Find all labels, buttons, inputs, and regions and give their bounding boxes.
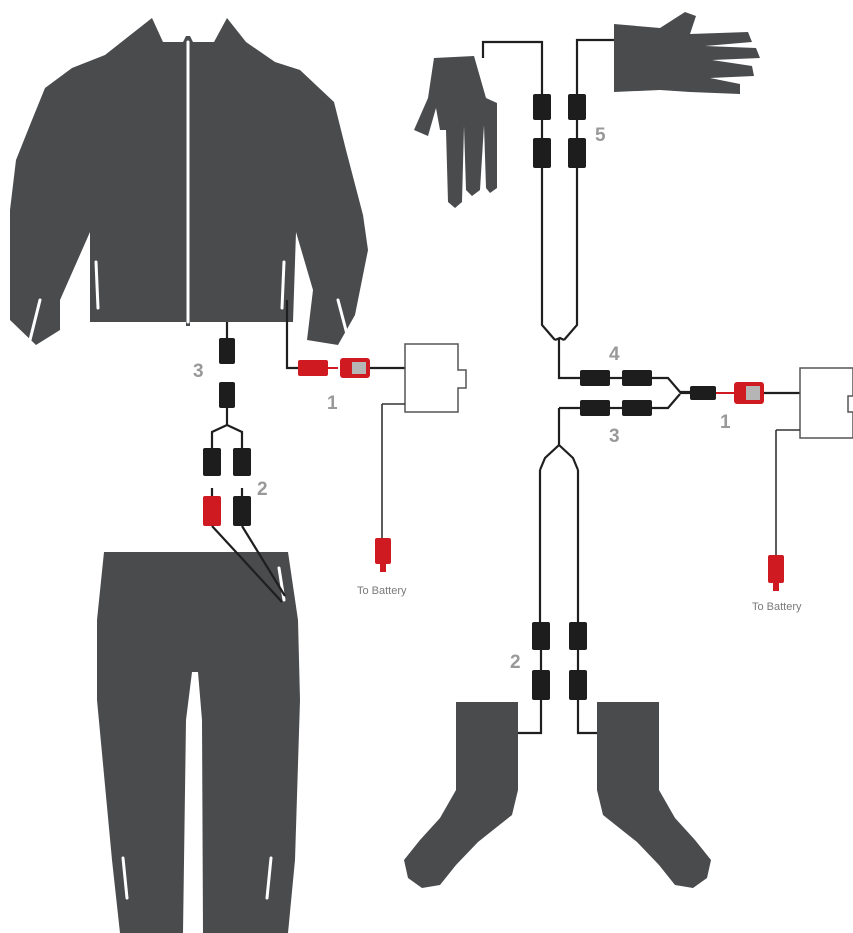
callout-3-left: 3: [193, 361, 204, 382]
sock-right-icon: [597, 702, 711, 888]
jacket-controller-lead: [285, 300, 405, 378]
pants-adapter: [203, 448, 286, 603]
jacket-lead-cable: [210, 322, 244, 448]
y-connector-lower: [538, 400, 652, 471]
jacket-icon: [10, 18, 368, 345]
sock-lead-cable: [518, 470, 597, 735]
callout-2-right: 2: [510, 652, 521, 673]
callout-1-right: 1: [720, 412, 731, 433]
callout-4-right: 4: [609, 344, 620, 365]
battery-label-left: To Battery: [357, 585, 407, 597]
glove-left-icon: [414, 56, 497, 208]
glove-connectors: [481, 38, 614, 168]
glove-lead-cable: [540, 168, 580, 380]
controller-lead-right: [652, 376, 800, 410]
callout-1-left: 1: [327, 393, 338, 414]
battery-label-right: To Battery: [752, 601, 802, 613]
controller-box-icon: [775, 367, 853, 555]
pants-icon: [97, 552, 300, 933]
callout-2-left: 2: [257, 479, 268, 500]
callout-3-right: 3: [609, 426, 620, 447]
glove-right-icon: [614, 12, 760, 94]
controller-box-icon: [381, 343, 467, 538]
y-connector-upper: [580, 370, 652, 386]
sock-left-icon: [404, 702, 518, 888]
callout-5-right: 5: [595, 125, 606, 146]
battery-plug-icon: [768, 555, 784, 591]
battery-plug-icon: [375, 538, 391, 572]
